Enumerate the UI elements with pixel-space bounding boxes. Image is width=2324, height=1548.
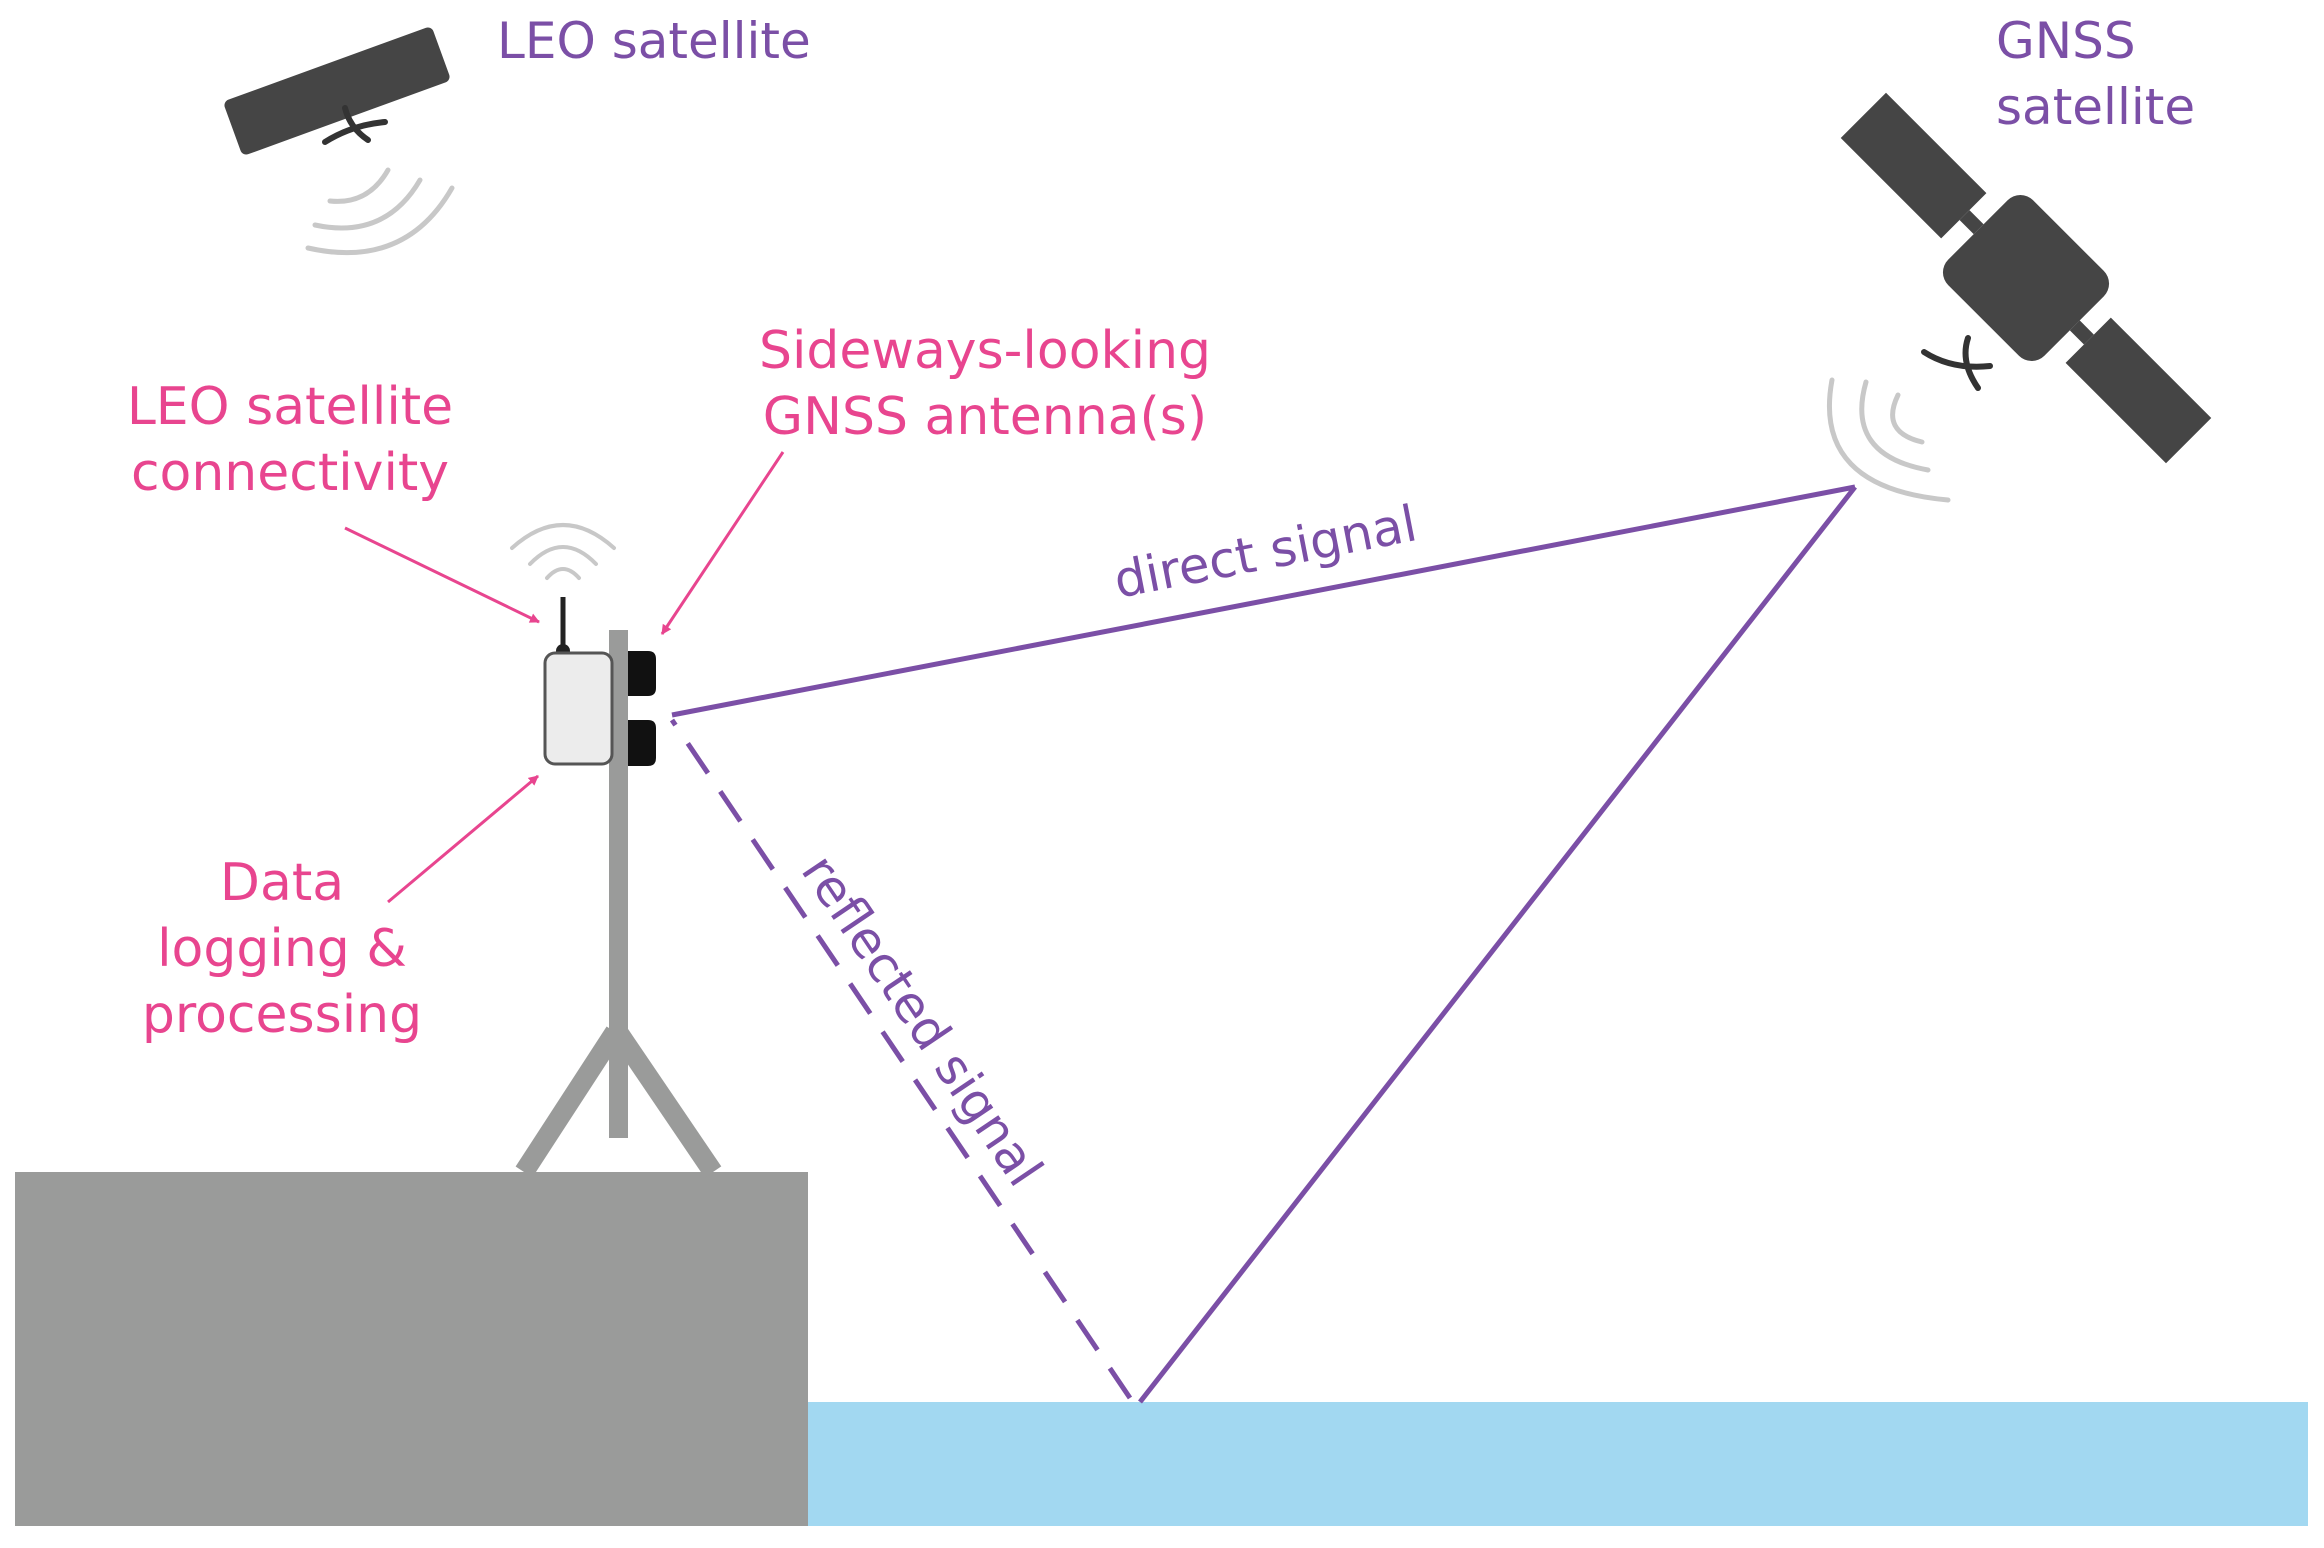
tripod	[515, 1026, 722, 1178]
direct-signal-line	[671, 484, 1856, 718]
gnss-radio-waves-icon	[1826, 377, 1951, 503]
water-surface	[808, 1402, 2308, 1526]
connectivity-arrow	[344, 526, 540, 624]
gnss-antenna-lower	[628, 720, 656, 766]
data-logger-box	[543, 651, 614, 766]
reflected-signal-incoming	[1138, 485, 1857, 1404]
antenna-arrow	[660, 451, 785, 635]
leo-radio-waves-icon	[305, 167, 455, 256]
gnss-satellite-label-line2: satellite	[1996, 78, 2195, 136]
gnss-antenna-label-line2: GNSS antenna(s)	[763, 387, 1207, 447]
data-logging-label-line1: Data	[220, 853, 344, 913]
gnss-satellite-icon	[1840, 92, 2212, 464]
mast-pole	[609, 630, 628, 1138]
gnss-antenna-label-line1: Sideways-looking	[759, 321, 1211, 381]
data-logging-label-line3: processing	[142, 985, 422, 1045]
logging-arrow	[387, 774, 539, 904]
radio-waves-icon	[510, 523, 616, 580]
leo-connectivity-label-line2: connectivity	[131, 443, 449, 503]
leo-connectivity-label-line1: LEO satellite	[127, 377, 453, 437]
gnss-satellite-label-line1: GNSS	[1996, 12, 2136, 70]
data-logging-label-line2: logging &	[157, 919, 407, 979]
direct-signal-label: direct signal	[1109, 494, 1421, 609]
leo-satellite-icon	[224, 27, 450, 155]
reflected-signal-line	[669, 718, 1133, 1400]
reflected-signal-label: reflected signal	[790, 844, 1054, 1196]
leo-satellite-label: LEO satellite	[497, 12, 811, 70]
gnss-antenna-upper	[628, 651, 656, 696]
land-block	[15, 1172, 808, 1526]
